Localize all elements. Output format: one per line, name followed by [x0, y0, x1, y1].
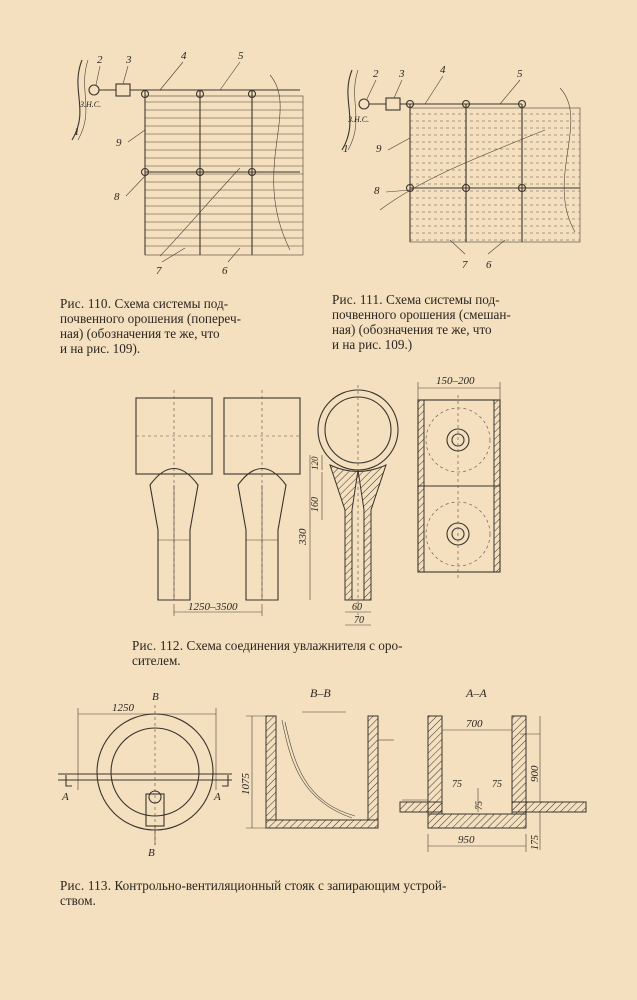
fig113-section-AA: A–A: [465, 686, 487, 700]
fig112-dim-60: 60: [352, 602, 362, 613]
fig112-dim-120: 120: [310, 456, 320, 470]
fig110-label-3: 3: [125, 54, 132, 66]
caption-fig110-line1: Схема системы под-: [114, 296, 229, 311]
caption-fig111-num: Рис. 111.: [332, 292, 383, 307]
fig111-label-4: 4: [440, 64, 446, 76]
fig113-dim-175: 175: [530, 835, 541, 850]
fig111-zone-label: З.Н.С.: [348, 115, 369, 124]
fig110-label-5: 5: [238, 50, 244, 62]
caption-fig113-line1: Контрольно-вентиляционный стояк с запира…: [114, 878, 447, 893]
fig112-dim-70: 70: [354, 615, 364, 626]
caption-fig112: Рис. 112. Схема соединения увлажнителя с…: [132, 638, 512, 668]
fig110-label-6: 6: [222, 265, 228, 277]
fig113-label-A-left: A: [61, 791, 69, 803]
caption-fig111-line4: и на рис. 109.): [332, 337, 413, 352]
caption-fig112-line1: Схема соединения увлажнителя с оро-: [186, 638, 403, 653]
caption-fig110-line4: и на рис. 109).: [60, 341, 141, 356]
caption-fig110-num: Рис. 110.: [60, 296, 112, 311]
caption-fig111: Рис. 111. Схема системы под- почвенного …: [332, 292, 592, 352]
fig111-label-1: 1: [343, 143, 349, 155]
fig113-dim-1250: 1250: [112, 702, 135, 714]
caption-fig111-line3: ная) (обозначения те же, что: [332, 322, 492, 337]
fig110-label-7: 7: [156, 265, 162, 277]
fig113-dim-900: 900: [529, 765, 541, 782]
fig113-dim-1075: 1075: [240, 773, 252, 796]
fig111-label-8: 8: [374, 185, 380, 197]
fig111-label-2: 2: [373, 68, 379, 80]
fig110-label-4: 4: [181, 50, 187, 62]
fig113-dim-700: 700: [466, 718, 483, 730]
caption-fig111-line2: почвенного орошения (смешан-: [332, 307, 511, 322]
fig113-label-B-bottom: B: [148, 847, 155, 859]
fig113-dim-75-c: 75: [474, 801, 484, 811]
fig113-dim-75-a: 75: [452, 779, 462, 790]
fig111-label-6: 6: [486, 259, 492, 271]
fig112-dim-150-200: 150–200: [436, 375, 475, 387]
fig113-dim-75-b: 75: [492, 779, 502, 790]
caption-fig110: Рис. 110. Схема системы под- почвенного …: [60, 296, 310, 356]
fig111-label-9: 9: [376, 143, 382, 155]
fig110-label-2: 2: [97, 54, 103, 66]
fig113-label-B-top: B: [152, 691, 159, 703]
fig110-label-9: 9: [116, 137, 122, 149]
fig113-dim-950: 950: [458, 834, 475, 846]
caption-fig110-line2: почвенного орошения (попереч-: [60, 311, 241, 326]
caption-fig112-line2: сителем.: [132, 653, 181, 668]
caption-fig113-line2: ством.: [60, 893, 96, 908]
caption-fig113-num: Рис. 113.: [60, 878, 112, 893]
fig111-label-3: 3: [398, 68, 405, 80]
fig112-dim-160: 160: [310, 497, 321, 512]
fig112-dim-330: 330: [297, 528, 309, 546]
fig110-label-1: 1: [74, 126, 80, 138]
fig110-label-8: 8: [114, 191, 120, 203]
fig111-label-7: 7: [462, 259, 468, 271]
caption-fig110-line3: ная) (обозначения те же, что: [60, 326, 220, 341]
fig112-dim-1250-3500: 1250–3500: [188, 601, 238, 613]
fig113-label-A-right: A: [213, 791, 221, 803]
fig111-label-5: 5: [517, 68, 523, 80]
fig110-zone-label: З.Н.С.: [80, 100, 101, 109]
caption-fig111-line1: Схема системы под-: [386, 292, 500, 307]
caption-fig112-num: Рис. 112.: [132, 638, 184, 653]
caption-fig113: Рис. 113. Контрольно-вентиляционный стоя…: [60, 878, 600, 908]
fig113-section-BB: B–B: [310, 686, 331, 700]
